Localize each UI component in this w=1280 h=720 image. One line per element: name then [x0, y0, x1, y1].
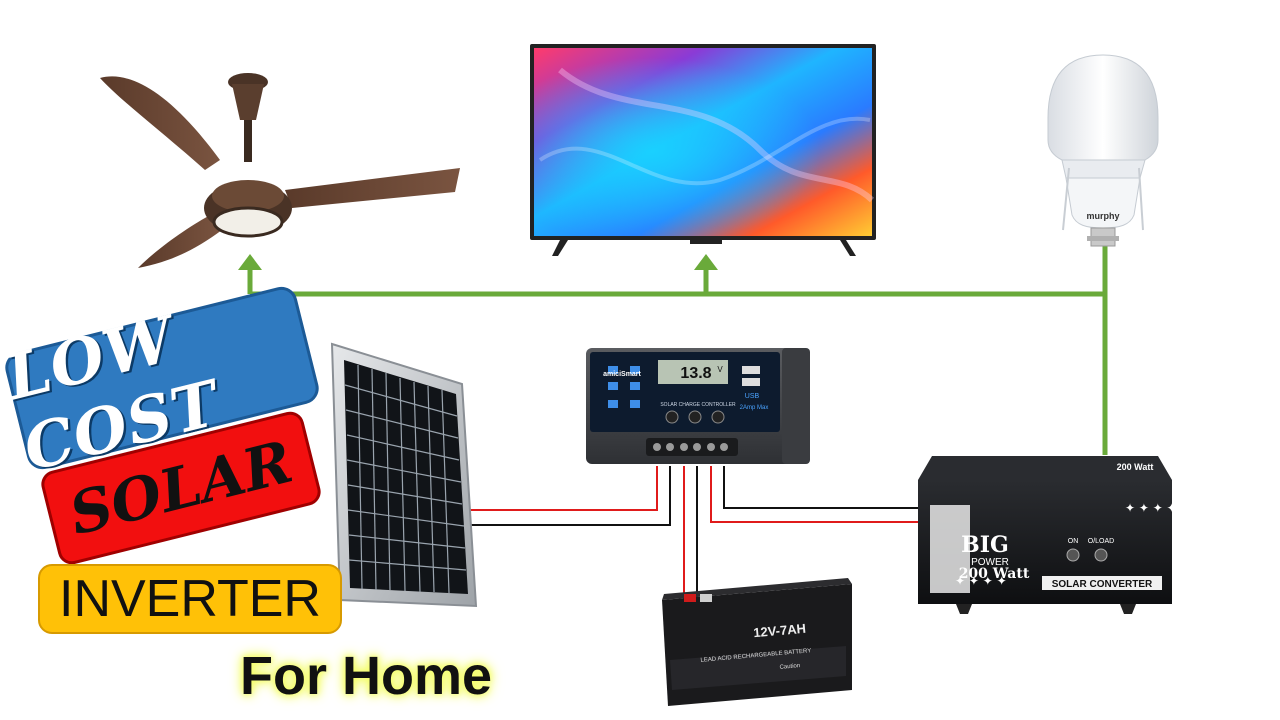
- converter-watt: 200 Watt: [959, 566, 1030, 582]
- converter-brand-big: BIG: [961, 532, 1009, 558]
- controller-usb-rating: 2Amp Max: [740, 405, 769, 411]
- converter-switch-on: ON: [1068, 538, 1079, 545]
- svg-text:✦ ✦ ✦ ✦: ✦ ✦ ✦ ✦: [1125, 501, 1177, 515]
- television-icon: [530, 44, 876, 256]
- controller-brand-label: amiciSmart: [603, 371, 641, 378]
- converter-brand-power: POWER: [971, 557, 1009, 568]
- load-distribution-wires: [247, 245, 1108, 455]
- controller-usb-label: USB: [745, 393, 760, 400]
- arrow-to-fan-icon: [238, 254, 262, 270]
- solar-panel-icon: [330, 342, 478, 608]
- controller-label: SOLAR CHARGE CONTROLLER: [660, 402, 736, 408]
- converter-name: SOLAR CONVERTER: [1052, 579, 1153, 590]
- battery-caution-label: Caution: [779, 663, 800, 671]
- controller-display-value: 13.8: [680, 365, 711, 382]
- converter-switch-oload: O/LOAD: [1088, 538, 1114, 545]
- converter-top-watt: 200 Watt: [1117, 462, 1154, 472]
- arrow-to-tv-icon: [694, 254, 718, 270]
- solar-converter-icon: ✦ ✦ ✦ ✦ ✦ ✦ ✦ ✦: [918, 456, 1177, 614]
- title-for-home: For Home: [239, 646, 493, 706]
- svg-text:✦ ✦ ✦ ✦: ✦ ✦ ✦ ✦: [955, 574, 1007, 588]
- led-bulb-icon: [1047, 54, 1159, 247]
- title-inverter: INVERTER: [38, 564, 342, 634]
- controller-display-unit: V: [717, 365, 723, 374]
- bulb-brand-label: murphy: [1086, 211, 1119, 221]
- charge-controller-icon: [586, 348, 810, 464]
- battery-rating-label: 12V-7AH: [753, 621, 807, 641]
- dc-wiring: [470, 466, 918, 600]
- ceiling-fan-icon: [100, 73, 460, 268]
- battery-icon: [662, 578, 852, 706]
